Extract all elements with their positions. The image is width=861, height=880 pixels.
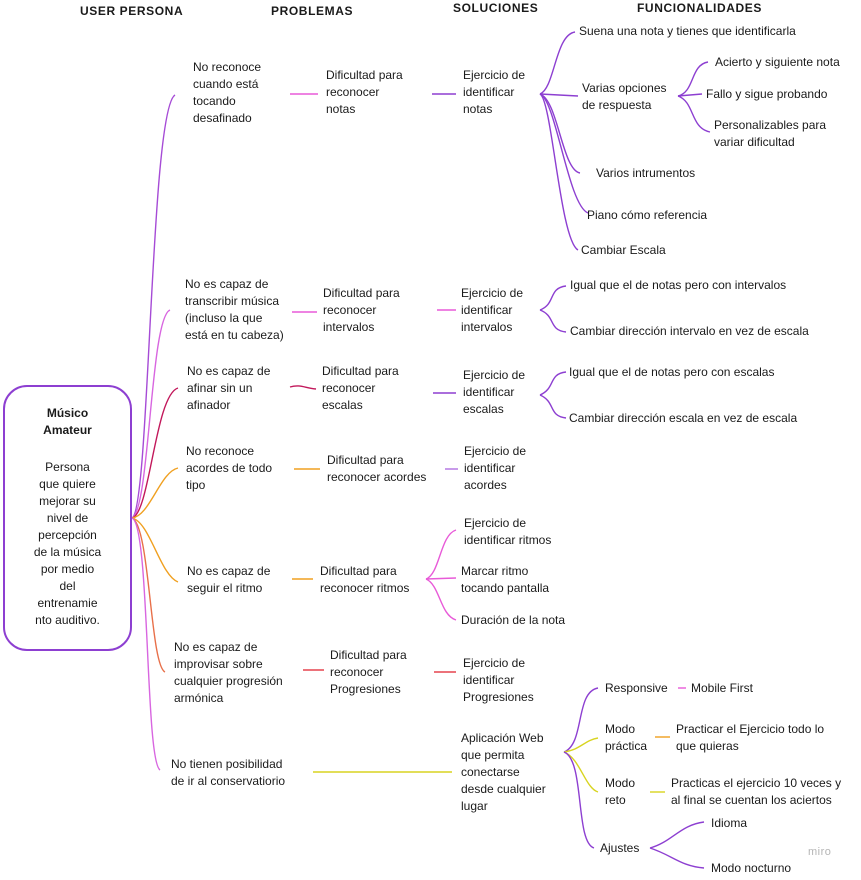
persona-card[interactable]: Músico Amateur Persona que quiere mejora… — [3, 385, 132, 651]
feature-node-modo-nocturno[interactable]: Modo nocturno — [711, 861, 792, 875]
feature-node-b1-f4[interactable]: Piano cómo referencia — [587, 208, 708, 222]
solution-node-b7[interactable]: Aplicación Web que permita conectarse de… — [461, 731, 546, 813]
problem-node-b4[interactable]: No reconoce acordes de todo tipo — [186, 444, 273, 492]
edge-b1-f2a — [677, 61, 709, 97]
feature-node-b1-f2c[interactable]: Personalizables para variar dificultad — [714, 118, 827, 149]
persona-description: Persona que quiere mejorar su nivel de p… — [33, 460, 102, 627]
edge-b1-f2c — [677, 95, 711, 133]
edge-persona-b3 — [131, 387, 179, 519]
feature-node-responsive[interactable]: Responsive — [605, 681, 668, 695]
difficulty-node-b5[interactable]: Dificultad para reconocer ritmos — [320, 564, 410, 595]
problem-node-b1[interactable]: No reconoce cuando está tocando desafina… — [193, 60, 262, 125]
miro-watermark: miro — [808, 846, 832, 858]
edge-b7-idioma — [649, 821, 705, 849]
feature-node-b3-f2[interactable]: Cambiar dirección escala en vez de escal… — [569, 411, 798, 425]
difficulty-node-b6[interactable]: Dificultad para reconocer Progresiones — [330, 648, 407, 696]
solution-node-b3[interactable]: Ejercicio de identificar escalas — [463, 368, 526, 416]
solution-node-b5-s3[interactable]: Duración de la nota — [461, 613, 566, 627]
edge-b2-f2 — [539, 309, 567, 333]
problem-node-b5[interactable]: No es capaz de seguir el ritmo — [187, 564, 271, 595]
difficulty-node-b2[interactable]: Dificultad para reconocer intervalos — [323, 286, 400, 334]
edge-b5-s2 — [425, 577, 457, 580]
persona-title: Músico Amateur — [43, 406, 92, 437]
header-soluciones: SOLUCIONES — [453, 1, 539, 15]
edge-b7-reto — [563, 751, 599, 793]
edge-b3-problem-difficulty — [289, 385, 317, 390]
edge-b7-practica — [563, 737, 599, 753]
edge-persona-b5 — [131, 517, 179, 583]
feature-node-b1-f2b[interactable]: Fallo y sigue probando — [706, 87, 828, 101]
edge-persona-b2 — [131, 309, 171, 519]
feature-node-modo-reto[interactable]: Modo reto — [605, 776, 636, 807]
solution-node-b5-s2[interactable]: Marcar ritmo tocando pantalla — [461, 564, 550, 595]
edge-persona-b7 — [131, 517, 161, 771]
problem-node-b7[interactable]: No tienen posibilidad de ir al conservat… — [171, 757, 286, 788]
edge-b5-s3 — [425, 578, 457, 621]
difficulty-node-b1[interactable]: Dificultad para reconocer notas — [326, 68, 403, 116]
feature-node-b1-f5[interactable]: Cambiar Escala — [581, 243, 666, 257]
solution-node-b1[interactable]: Ejercicio de identificar notas — [463, 68, 526, 116]
edge-b1-f2b — [677, 93, 703, 97]
solution-node-b4[interactable]: Ejercicio de identificar acordes — [464, 444, 527, 492]
edge-b2-f1 — [539, 285, 567, 311]
feature-node-b1-f1[interactable]: Suena una nota y tienes que identificarl… — [579, 24, 796, 38]
solution-node-b2[interactable]: Ejercicio de identificar intervalos — [461, 286, 524, 334]
feature-node-ajustes[interactable]: Ajustes — [600, 841, 640, 855]
problem-node-b3[interactable]: No es capaz de afinar sin un afinador — [187, 364, 271, 412]
edge-b7-ajustes — [563, 751, 595, 849]
difficulty-node-b3[interactable]: Dificultad para reconocer escalas — [322, 364, 399, 412]
edge-b1-f4 — [539, 93, 589, 214]
solution-node-b6[interactable]: Ejercicio de identificar Progresiones — [463, 656, 534, 704]
edge-persona-b1 — [131, 94, 176, 519]
feature-node-b1-f3[interactable]: Varios intrumentos — [596, 166, 696, 180]
feature-node-b2-f2[interactable]: Cambiar dirección intervalo en vez de es… — [570, 324, 809, 338]
feature-node-b3-f1[interactable]: Igual que el de notas pero con escalas — [569, 365, 775, 379]
edge-b3-f1 — [539, 371, 567, 396]
edge-b5-s1 — [425, 529, 457, 580]
feature-node-b2-f1[interactable]: Igual que el de notas pero con intervalo… — [570, 278, 787, 292]
feature-node-b1-f2a[interactable]: Acierto y siguiente nota — [715, 55, 840, 69]
edge-persona-b4 — [131, 467, 179, 519]
edge-b3-f2 — [539, 394, 567, 419]
header-funcionalidades: FUNCIONALIDADES — [637, 1, 762, 15]
feature-node-idioma[interactable]: Idioma — [711, 816, 748, 830]
header-problemas: PROBLEMAS — [271, 4, 354, 18]
feature-node-practica-desc[interactable]: Practicar el Ejercicio todo lo que quier… — [676, 722, 825, 753]
feature-node-mobile-first[interactable]: Mobile First — [691, 681, 754, 695]
edge-b7-responsive — [563, 687, 599, 753]
solution-node-b5-s1[interactable]: Ejercicio de identificar ritmos — [464, 516, 552, 547]
edge-b1-f2 — [539, 93, 579, 97]
edge-b1-f3 — [539, 93, 581, 174]
edge-b1-f5 — [539, 93, 579, 251]
edge-b7-nocturno — [649, 847, 705, 869]
edge-persona-b6 — [131, 517, 166, 673]
feature-node-reto-desc[interactable]: Practicas el ejercicio 10 veces y al fin… — [671, 776, 842, 807]
problem-node-b2[interactable]: No es capaz de transcribir música (inclu… — [185, 277, 284, 342]
header-user-persona: USER PERSONA — [80, 4, 184, 18]
problem-node-b6[interactable]: No es capaz de improvisar sobre cualquie… — [174, 640, 283, 705]
feature-node-b1-f2[interactable]: Varias opciones de respuesta — [582, 81, 667, 112]
difficulty-node-b4[interactable]: Dificultad para reconocer acordes — [327, 453, 427, 484]
feature-node-modo-practica[interactable]: Modo práctica — [605, 722, 648, 753]
edge-b1-f1 — [539, 31, 576, 95]
